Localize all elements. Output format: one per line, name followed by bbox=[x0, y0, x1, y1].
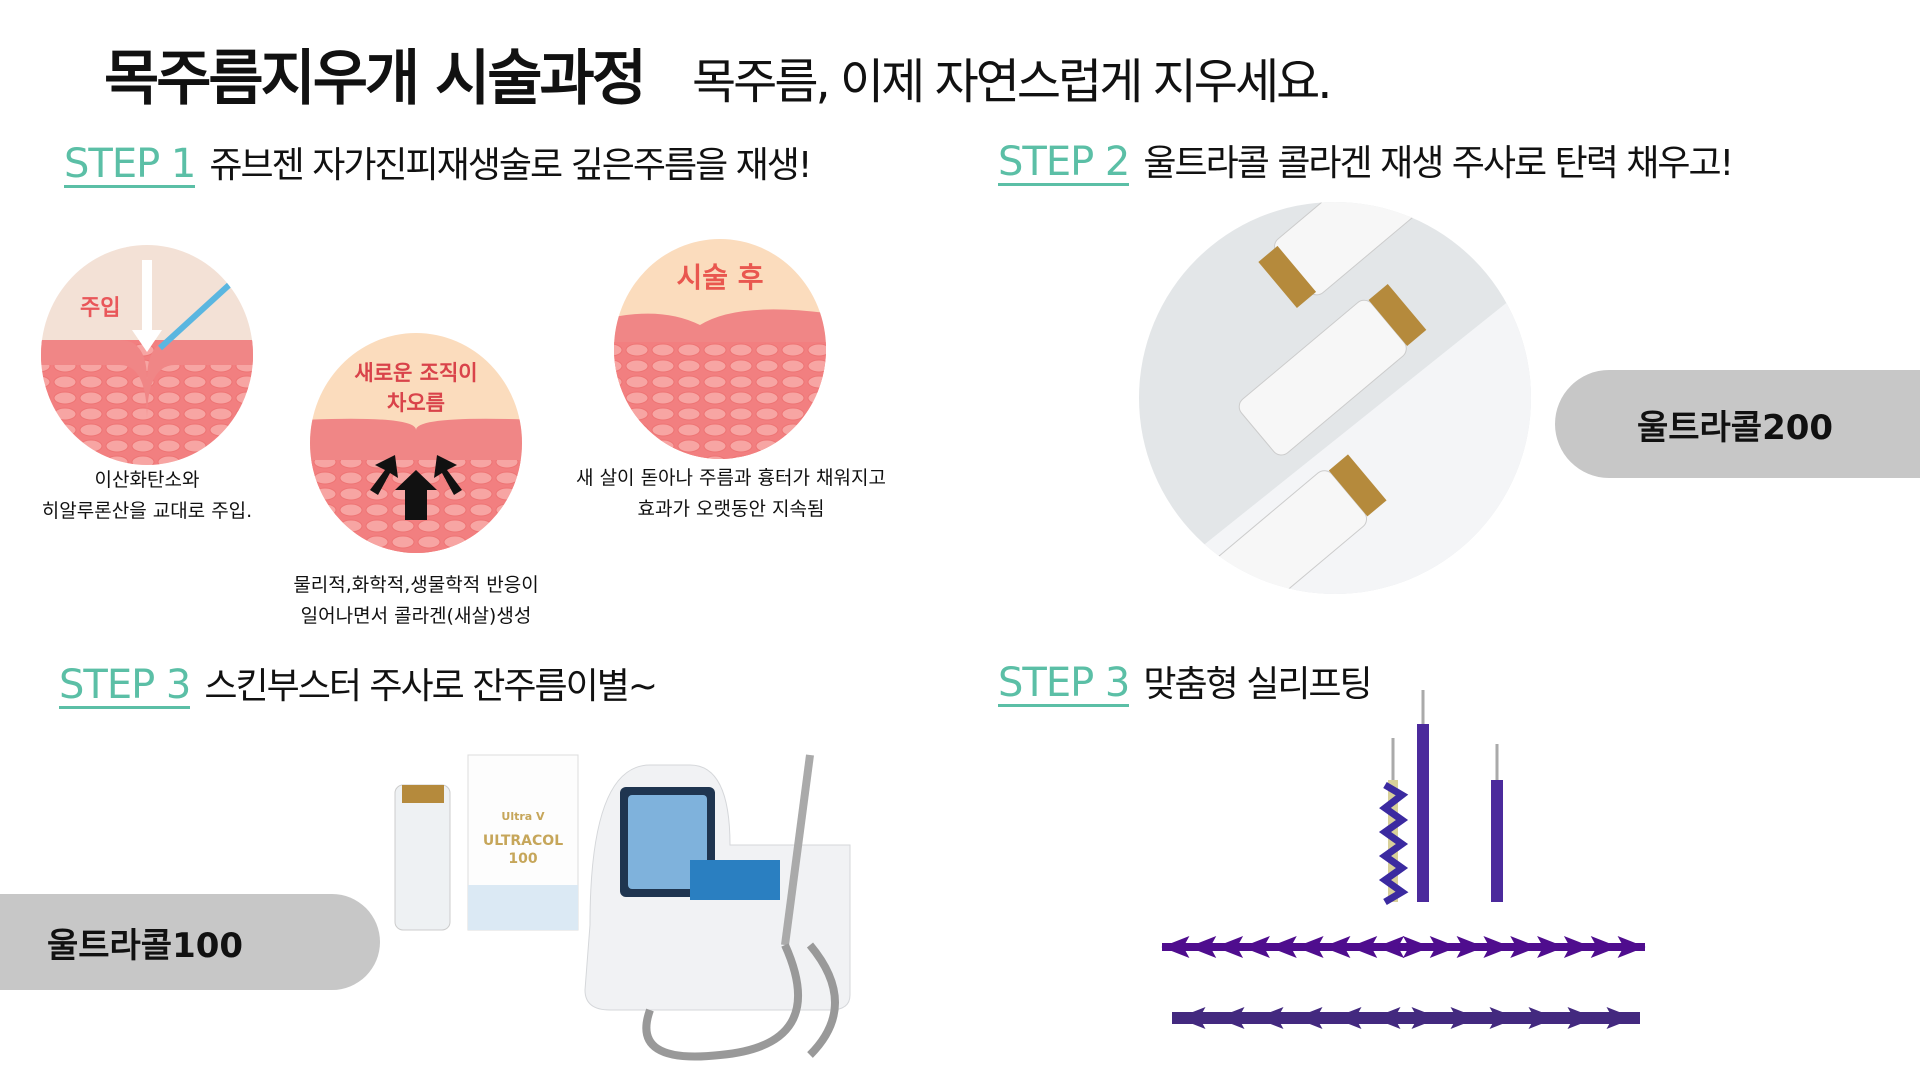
cog-barb bbox=[1537, 936, 1566, 958]
cog-barb bbox=[1161, 936, 1190, 958]
cog-barb bbox=[1563, 936, 1592, 958]
step-label: STEP 3 bbox=[59, 662, 191, 709]
caption-line: 효과가 오랫동안 지속됨 bbox=[637, 498, 825, 520]
product-label-ultracol100: 울트라콜100 bbox=[0, 894, 380, 990]
cog-barb bbox=[1528, 1007, 1557, 1029]
box-brand: Ultra V bbox=[501, 810, 545, 823]
cog-barb bbox=[1333, 1007, 1362, 1029]
cog-barb bbox=[1177, 1007, 1206, 1029]
cog-barb bbox=[1255, 1007, 1284, 1029]
caption-line: 새 살이 돋아나 주름과 흉터가 채워지고 bbox=[576, 467, 886, 489]
step-label: STEP 3 bbox=[998, 660, 1130, 707]
caption-regeneration: 물리적,화학적,생물학적 반응이 일어나면서 콜라겐(새살)생성 bbox=[293, 570, 538, 632]
step-text: 맞춤형 실리프팅 bbox=[1143, 664, 1372, 705]
ultracol200-vials-image bbox=[1139, 202, 1531, 594]
cog-barb bbox=[1402, 936, 1431, 958]
caption-line: 물리적,화학적,생물학적 반응이 bbox=[293, 574, 539, 596]
injection-illustration: 주입 bbox=[41, 245, 253, 465]
cog-barb bbox=[1372, 1007, 1401, 1029]
cog-barb bbox=[1450, 1007, 1479, 1029]
cog-barb bbox=[1617, 936, 1646, 958]
page-subtitle: 목주름, 이제 자연스럽게 지우세요. bbox=[692, 54, 1333, 110]
page-title: 목주름지우개 시술과정 bbox=[104, 44, 647, 114]
caption-line: 일어나면서 콜라겐(새살)생성 bbox=[300, 605, 532, 627]
cog-barb bbox=[1349, 936, 1378, 958]
cog-barb bbox=[1510, 936, 1539, 958]
step2-heading: STEP 2 울트라콜 콜라겐 재생 주사로 탄력 채우고! bbox=[998, 134, 1734, 186]
badge-after: 시술 후 bbox=[676, 261, 763, 294]
cog-barb bbox=[1567, 1007, 1596, 1029]
caption-after: 새 살이 돋아나 주름과 흉터가 채워지고 효과가 오랫동안 지속됨 bbox=[576, 463, 886, 525]
cog-thread-2 bbox=[1172, 1007, 1640, 1029]
cog-barb bbox=[1483, 936, 1512, 958]
product-label-ultracol200: 울트라콜200 bbox=[1555, 370, 1920, 478]
thread-lift-image bbox=[1161, 690, 1646, 1029]
box-number: 100 bbox=[508, 851, 537, 867]
cog-barb bbox=[1295, 936, 1324, 958]
step1-heading: STEP 1 쥬브젠 자가진피재생술로 깊은주름을 재생! bbox=[64, 136, 812, 188]
step-text: 쥬브젠 자가진피재생술로 깊은주름을 재생! bbox=[209, 145, 812, 186]
step3-skinbooster-heading: STEP 3 스킨부스터 주사로 잔주름이별~ bbox=[59, 657, 658, 709]
caption-line: 히알루론산을 교대로 주입. bbox=[41, 500, 253, 522]
cog-barb bbox=[1590, 936, 1619, 958]
cog-barb bbox=[1429, 936, 1458, 958]
cog-thread-1 bbox=[1161, 936, 1646, 958]
cog-barb bbox=[1215, 936, 1244, 958]
spiral-thread-needle bbox=[1378, 738, 1409, 906]
svg-text:주입: 주입 bbox=[80, 296, 120, 321]
box-name: ULTRACOL bbox=[483, 833, 563, 849]
cog-barb bbox=[1456, 936, 1485, 958]
ultracol100-device-image: Ultra V ULTRACOL 100 bbox=[394, 754, 851, 1061]
cog-barb bbox=[1376, 936, 1405, 958]
cog-barb bbox=[1241, 936, 1270, 958]
cog-barb bbox=[1606, 1007, 1635, 1029]
step-label: STEP 1 bbox=[64, 141, 196, 188]
cog-barb bbox=[1322, 936, 1351, 958]
step3-threadlift-heading: STEP 3 맞춤형 실리프팅 bbox=[998, 655, 1373, 707]
step-text: 스킨부스터 주사로 잔주름이별~ bbox=[204, 666, 658, 707]
badge-new-tissue-1: 새로운 조직이 bbox=[354, 361, 477, 385]
caption-line: 이산화탄소와 bbox=[94, 469, 200, 491]
cog-barb bbox=[1268, 936, 1297, 958]
cog-barb bbox=[1188, 936, 1217, 958]
cog-barb bbox=[1294, 1007, 1323, 1029]
skin-illustrations: 주입 새로운 조직이 차오름 시술 후 bbox=[41, 239, 826, 553]
badge-new-tissue-2: 차오름 bbox=[387, 391, 445, 415]
step-text: 울트라콜 콜라겐 재생 주사로 탄력 채우고! bbox=[1143, 143, 1734, 184]
cog-barb bbox=[1489, 1007, 1518, 1029]
step-label: STEP 2 bbox=[998, 139, 1130, 186]
cog-barb bbox=[1216, 1007, 1245, 1029]
caption-injection: 이산화탄소와 히알루론산을 교대로 주입. bbox=[42, 465, 252, 527]
cog-barb bbox=[1411, 1007, 1440, 1029]
